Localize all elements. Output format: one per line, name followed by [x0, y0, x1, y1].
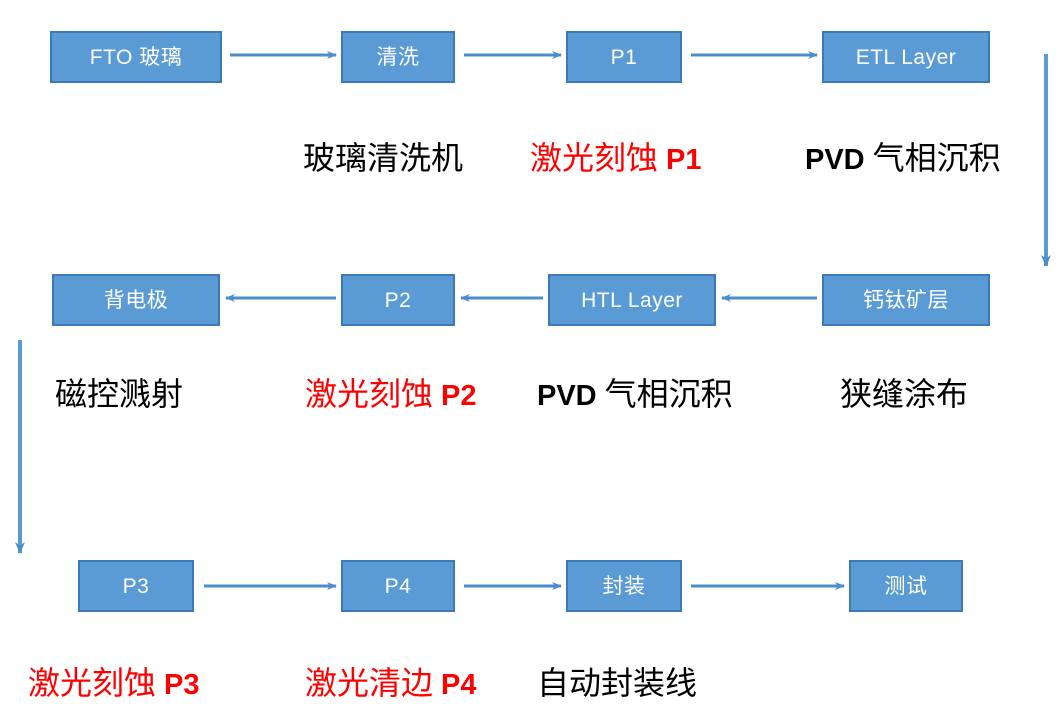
- caption-text: 气相沉积: [596, 376, 733, 412]
- node-label: 背电极: [103, 288, 169, 312]
- node-label: 钙钛矿层: [863, 288, 949, 312]
- caption-code: PVD: [805, 144, 865, 176]
- caption-text: 激光刻蚀: [28, 665, 165, 701]
- caption-text: 狭缝涂布: [840, 376, 969, 412]
- caption-magnetron-sputtering: 磁控溅射: [55, 378, 183, 410]
- node-p1[interactable]: P1: [566, 31, 682, 83]
- caption-code: PVD: [537, 380, 597, 412]
- node-p3[interactable]: P3: [78, 560, 194, 612]
- caption-text: 激光刻蚀: [305, 376, 442, 412]
- caption-code: P2: [441, 380, 477, 412]
- node-perovskite-layer[interactable]: 钙钛矿层: [822, 274, 990, 326]
- caption-text: 自动封装线: [537, 665, 698, 701]
- node-p4[interactable]: P4: [341, 560, 455, 612]
- caption-laser-edge-clean-p4: 激光清边 P4: [305, 667, 477, 700]
- caption-laser-scribe-p3: 激光刻蚀 P3: [28, 667, 200, 700]
- caption-auto-encapsulation-line: 自动封装线: [537, 667, 697, 699]
- caption-pvd-row1: PVD 气相沉积: [805, 142, 1001, 175]
- node-label: HTL Layer: [581, 288, 683, 312]
- caption-text: 玻璃清洗机: [303, 140, 464, 176]
- node-fto-glass[interactable]: FTO 玻璃: [50, 31, 222, 83]
- caption-glass-cleaner: 玻璃清洗机: [303, 142, 463, 174]
- node-p2[interactable]: P2: [341, 274, 455, 326]
- caption-code: P4: [441, 669, 477, 701]
- caption-text: 激光刻蚀: [530, 140, 667, 176]
- node-back-electrode[interactable]: 背电极: [52, 274, 220, 326]
- caption-slot-die-coating: 狭缝涂布: [840, 378, 968, 410]
- node-htl-layer[interactable]: HTL Layer: [548, 274, 716, 326]
- caption-text: 磁控溅射: [55, 376, 184, 412]
- node-cleaning[interactable]: 清洗: [341, 31, 455, 83]
- node-label: P1: [610, 45, 638, 69]
- node-label: 封装: [602, 574, 646, 598]
- node-label: 清洗: [376, 45, 420, 69]
- node-etl-layer[interactable]: ETL Layer: [822, 31, 990, 83]
- caption-code: P3: [164, 669, 200, 701]
- caption-text: 激光清边: [305, 665, 442, 701]
- node-testing[interactable]: 测试: [849, 560, 963, 612]
- caption-pvd-row2: PVD 气相沉积: [537, 378, 733, 411]
- caption-code: P1: [666, 144, 702, 176]
- caption-laser-scribe-p2: 激光刻蚀 P2: [305, 378, 477, 411]
- caption-text: 气相沉积: [864, 140, 1001, 176]
- node-label: 测试: [884, 574, 928, 598]
- node-label: P4: [384, 574, 412, 598]
- node-encapsulation[interactable]: 封装: [566, 560, 682, 612]
- node-label: ETL Layer: [855, 45, 957, 69]
- node-label: FTO 玻璃: [89, 45, 183, 69]
- node-label: P3: [122, 574, 150, 598]
- node-label: P2: [384, 288, 412, 312]
- caption-laser-scribe-p1: 激光刻蚀 P1: [530, 142, 702, 175]
